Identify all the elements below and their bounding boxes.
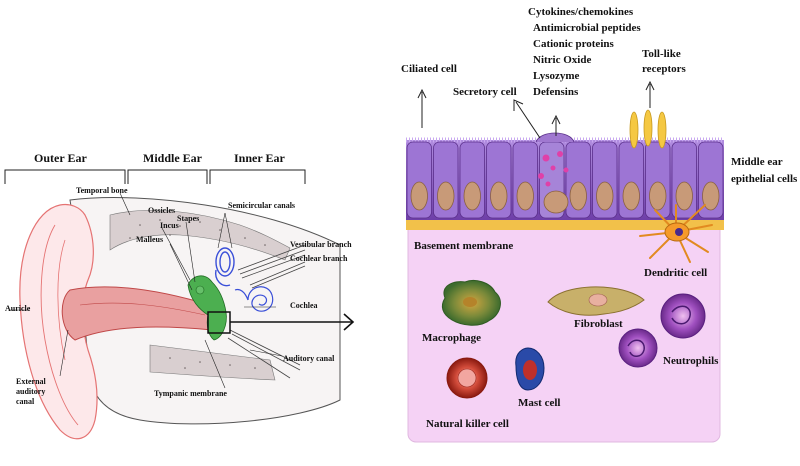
nerve-branches bbox=[227, 244, 306, 379]
secretory-cell-nucleus bbox=[543, 190, 569, 214]
malleus-label: Malleus bbox=[136, 235, 164, 244]
neutrophil-1-shape bbox=[660, 293, 706, 339]
mast-cell-label: Mast cell bbox=[518, 397, 561, 409]
bone-lower bbox=[149, 344, 276, 381]
temporal-bone-label: Temporal bone bbox=[76, 186, 128, 195]
auricle-shape bbox=[19, 203, 98, 440]
secretory-granules bbox=[538, 151, 569, 187]
stapes-label: Stapes bbox=[177, 214, 200, 223]
ear-anatomy bbox=[4, 169, 355, 440]
external-canal-label-1: External bbox=[16, 377, 46, 386]
toll-like-label-1: Toll-like bbox=[642, 48, 681, 60]
outer-ear-bracket bbox=[4, 169, 126, 184]
cochlea-label: Cochlea bbox=[290, 301, 318, 310]
cell-nucleus bbox=[675, 181, 693, 211]
secreted-factor: Nitric Oxide bbox=[533, 54, 592, 66]
dendritic-cell-label: Dendritic cell bbox=[644, 267, 708, 279]
ossicles-label: Ossicles bbox=[148, 206, 176, 215]
external-canal-label-2: auditory bbox=[16, 387, 46, 396]
cell-nucleus bbox=[410, 181, 428, 211]
middle-ear-label: Middle Ear bbox=[143, 151, 202, 165]
secreted-factor: Defensins bbox=[533, 86, 579, 98]
mucosa-panel bbox=[406, 80, 724, 443]
toll-like-receptors-shape bbox=[629, 109, 667, 149]
secretory-cell-label: Secretory cell bbox=[453, 86, 517, 98]
nk-cell-label: Natural killer cell bbox=[426, 418, 509, 430]
outer-ear-label: Outer Ear bbox=[34, 151, 87, 165]
cell-nucleus bbox=[516, 181, 534, 211]
ear-canal-shape bbox=[61, 286, 213, 341]
cochlea-shape bbox=[234, 286, 274, 312]
cell-nucleus bbox=[596, 181, 614, 211]
epithelial-label-2: epithelial cells bbox=[731, 173, 798, 185]
secreted-factor: Cytokines/chemokines bbox=[528, 6, 634, 18]
bone-upper bbox=[109, 209, 291, 261]
middle-ear-bracket bbox=[127, 169, 208, 184]
incus-label: Incus bbox=[160, 221, 179, 230]
nk-cell-shape bbox=[446, 357, 488, 399]
inner-ear-label: Inner Ear bbox=[234, 151, 285, 165]
cell-nucleus bbox=[622, 181, 640, 211]
tympanic-membrane-label: Tympanic membrane bbox=[154, 389, 227, 398]
cell-nucleus bbox=[569, 181, 587, 211]
auricle-label: Auricle bbox=[5, 304, 31, 313]
toll-like-label-2: receptors bbox=[642, 63, 686, 75]
epithelial-cells bbox=[406, 141, 724, 219]
macrophage-shape bbox=[441, 279, 501, 326]
neutrophil-2-shape bbox=[618, 328, 658, 368]
cell-nucleus bbox=[649, 181, 667, 211]
cell-nucleus bbox=[490, 181, 508, 211]
neutrophils-label: Neutrophils bbox=[663, 355, 719, 367]
cell-nucleus bbox=[702, 181, 720, 211]
fibroblast-shape bbox=[547, 286, 645, 316]
inner-ear-bracket bbox=[209, 169, 306, 184]
basement-membrane-label: Basement membrane bbox=[414, 240, 514, 252]
ciliated-cell-label: Ciliated cell bbox=[401, 63, 457, 75]
cell-nucleus bbox=[437, 181, 455, 211]
semicircular-canals-label: Semicircular canals bbox=[228, 201, 296, 210]
secretory-cell-dome bbox=[535, 132, 575, 143]
mucosa-arrows bbox=[417, 80, 655, 139]
secreted-factor: Antimicrobial peptides bbox=[533, 22, 641, 34]
cell-nucleus bbox=[463, 181, 481, 211]
vestibular-branch-label: Vestibular branch bbox=[290, 240, 352, 249]
macrophage-label: Macrophage bbox=[422, 332, 482, 344]
basement-membrane-band bbox=[406, 218, 724, 230]
cochlear-branch-label: Cochlear branch bbox=[290, 254, 348, 263]
semicircular-canals-shape bbox=[215, 247, 235, 287]
mast-cell-shape bbox=[515, 347, 545, 391]
epithelial-label-1: Middle ear bbox=[731, 156, 783, 168]
secreted-factor: Lysozyme bbox=[533, 70, 580, 82]
secreted-factor: Cationic proteins bbox=[533, 38, 614, 50]
fibroblast-label: Fibroblast bbox=[574, 318, 623, 330]
auditory-canal-label: Auditory canal bbox=[283, 354, 335, 363]
external-canal-label-3: canal bbox=[16, 397, 35, 406]
